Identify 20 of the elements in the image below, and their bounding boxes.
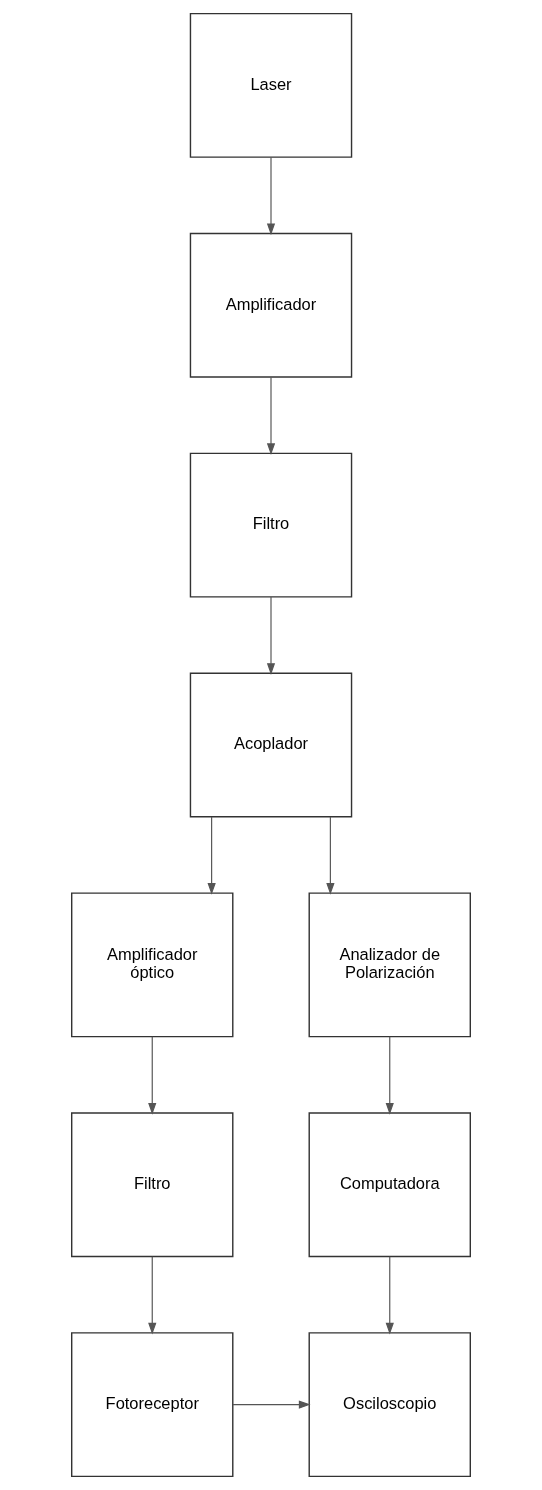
arrow (148, 1256, 157, 1335)
node-box: Laser (189, 12, 353, 158)
node-box: Fotoreceptor (71, 1332, 234, 1478)
arrow (326, 816, 335, 895)
arrow (148, 1036, 157, 1115)
arrow (385, 1036, 394, 1115)
node-box: Acoplador (189, 672, 353, 818)
node-box: Analizador de Polarización (308, 892, 471, 1038)
node-box: Osciloscopio (308, 1332, 471, 1478)
arrow (266, 376, 276, 456)
node-box: Amplificador (189, 232, 353, 378)
arrow (266, 156, 276, 236)
node-box: Amplificador óptico (71, 892, 234, 1038)
node-box: Filtro (189, 452, 353, 598)
arrow (266, 596, 276, 675)
node-box: Filtro (71, 1112, 234, 1258)
arrow (207, 816, 216, 895)
node-box: Computadora (308, 1112, 471, 1258)
arrow (385, 1256, 394, 1335)
arrow (232, 1400, 311, 1409)
